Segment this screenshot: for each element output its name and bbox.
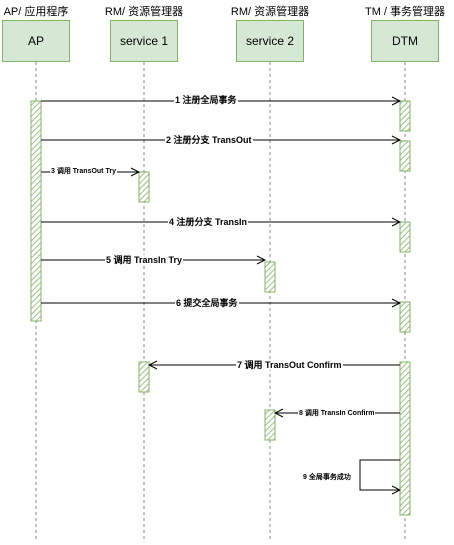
role-label-dtm: TM / 事务管理器 [364,6,446,18]
message-label-5: 5 调用 TransIn Try [105,255,184,265]
participant-box-ap: AP [2,20,70,62]
activation-service1-try [138,171,150,203]
activation-service1-confirm [138,361,150,393]
activation-dtm-confirm [399,361,411,516]
activation-dtm-4 [399,221,411,253]
message-label-7: 7 调用 TransOut Confirm [236,360,343,370]
participant-name-service2: service 2 [245,34,295,48]
participant-name-service1: service 1 [119,34,169,48]
activation-dtm-1 [399,100,411,132]
message-label-1: 1 注册全局事务 [174,95,238,105]
role-label-ap: AP/ 应用程序 [3,6,69,18]
arrow-msg-9 [359,459,400,490]
role-label-service1: RM/ 资源管理器 [104,6,184,18]
activation-dtm-2 [399,140,411,172]
participant-box-dtm: DTM [371,20,439,62]
participant-name-dtm: DTM [392,34,418,48]
message-label-2: 2 注册分支 TransOut [165,135,253,145]
activation-service2-try [264,261,276,293]
message-label-3: 3 调用 TransOut Try [50,167,117,177]
message-label-9: 9 全局事务成功 [302,473,352,483]
message-label-6: 6 提交全局事务 [175,298,239,308]
message-label-8: 8 调用 TransIn Confirm [298,409,376,419]
message-label-4: 4 注册分支 TransIn [168,217,249,227]
activation-service2-confirm [264,409,276,441]
activation-ap [30,100,42,322]
participant-name-ap: AP [27,34,44,48]
activation-dtm-6 [399,301,411,333]
participant-box-service1: service 1 [110,20,178,62]
role-label-service2: RM/ 资源管理器 [230,6,310,18]
participant-box-service2: service 2 [236,20,304,62]
